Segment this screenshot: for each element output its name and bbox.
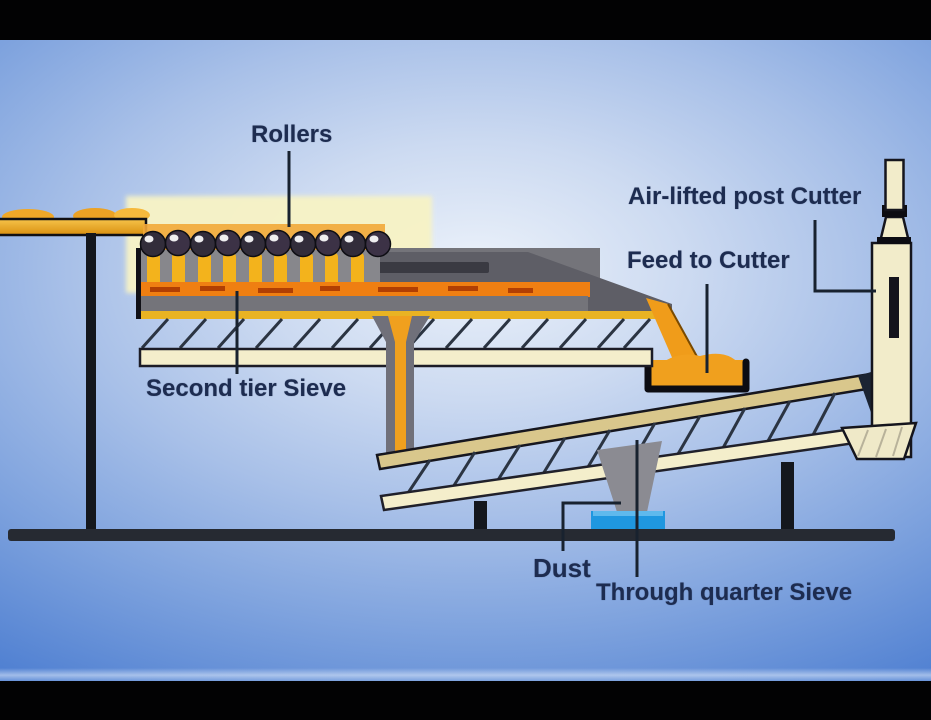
roller-teeth bbox=[147, 252, 364, 289]
tea-stream-edge bbox=[667, 303, 701, 363]
machine-left-edge bbox=[136, 248, 141, 319]
lower-frame-band bbox=[140, 296, 588, 312]
center-drop-chute bbox=[372, 316, 430, 457]
tea-stream bbox=[646, 298, 700, 362]
air-lifted-cutter-leader-line bbox=[813, 220, 876, 293]
tower-chimney bbox=[884, 158, 905, 212]
rollers-label: Rollers bbox=[251, 121, 333, 148]
feed-tray-contents bbox=[651, 360, 743, 388]
feed-to-cutter-assembly bbox=[644, 298, 750, 393]
incline-struts bbox=[406, 392, 837, 494]
roller-machine bbox=[136, 224, 672, 319]
sky-light-strip bbox=[0, 668, 931, 681]
tea-layer-streaks bbox=[150, 286, 533, 293]
second-tier-sieve-label: Second tier Sieve bbox=[146, 375, 347, 402]
floor-line bbox=[8, 529, 895, 541]
letterbox-bar-top bbox=[0, 0, 931, 40]
roller-highlights bbox=[144, 234, 379, 243]
feed-conveyor bbox=[0, 208, 150, 237]
hood-slot bbox=[377, 262, 489, 273]
dust-funnel bbox=[597, 441, 662, 512]
support-post-mid bbox=[474, 501, 487, 532]
tower-boot bbox=[840, 421, 918, 461]
dust-box-highlight bbox=[593, 511, 663, 516]
inclined-sieve bbox=[375, 371, 881, 536]
through-quarter-sieve-label: Through quarter Sieve bbox=[596, 579, 853, 606]
dust-leader-line bbox=[561, 501, 621, 551]
tower-slot bbox=[889, 277, 899, 338]
feed-to-cutter-label: Feed to Cutter bbox=[627, 247, 790, 274]
sieve-struts bbox=[140, 317, 652, 350]
dust-label: Dust bbox=[533, 553, 591, 583]
chute-tea-core bbox=[388, 316, 412, 455]
leader-lines bbox=[235, 151, 876, 577]
letterbox-bar-bottom bbox=[0, 681, 931, 720]
tea-layer-band bbox=[140, 282, 590, 297]
air-lifted-post-cutter-label: Air-lifted post Cutter bbox=[628, 183, 862, 210]
feed-tray bbox=[644, 358, 750, 393]
tower-boot-hatch bbox=[857, 426, 903, 458]
support-post-right bbox=[781, 462, 794, 532]
support-post-left bbox=[86, 233, 96, 532]
tower-band-lower bbox=[877, 237, 911, 244]
conveyor-belt bbox=[0, 217, 148, 237]
frame-yellow-stripe bbox=[140, 311, 672, 319]
cutter-tower bbox=[840, 158, 918, 461]
